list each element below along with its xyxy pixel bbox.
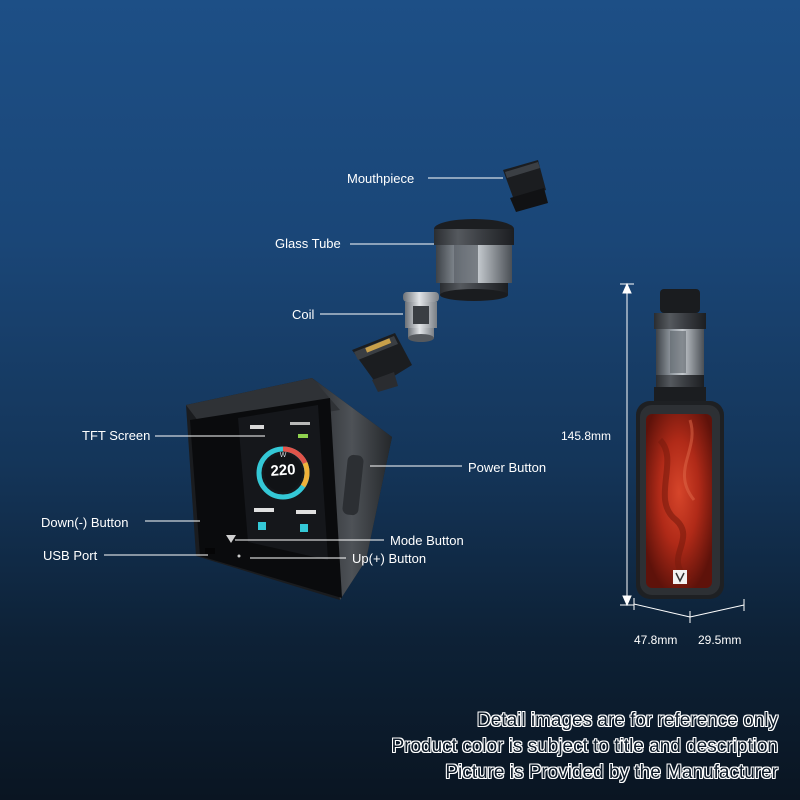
label-up-button: Up(+) Button [352, 551, 427, 566]
label-power-button: Power Button [468, 460, 547, 475]
tank-base-part [352, 333, 412, 392]
label-coil: Coil [292, 307, 315, 322]
label-tft-screen: TFT Screen [82, 428, 151, 443]
glass-tube-part [434, 219, 514, 301]
dimension-lines [620, 282, 745, 623]
disclaimer-line-1: Detail images are for reference only [477, 710, 778, 731]
disclaimer-line-2: Product color is subject to title and de… [391, 736, 778, 757]
screen-wattage-value: 220 [269, 461, 297, 480]
mouthpiece-part [503, 160, 548, 212]
label-mode-button: Mode Button [390, 533, 464, 548]
mod-device [186, 378, 392, 600]
label-usb-port: USB Port [43, 548, 98, 563]
dimension-depth: 29.5mm [698, 633, 742, 647]
coil-part [403, 292, 439, 342]
label-mouthpiece: Mouthpiece [347, 171, 415, 186]
leader-lines [104, 177, 503, 559]
label-glass-tube: Glass Tube [275, 236, 341, 251]
label-down-button: Down(-) Button [41, 515, 129, 530]
screen-wattage-unit: W [279, 452, 287, 459]
disclaimer-line-3: Picture is Provided by the Manufacturer [445, 762, 778, 783]
dimension-width: 47.8mm [634, 633, 678, 647]
assembled-device [636, 289, 724, 599]
dimension-height: 145.8mm [561, 429, 612, 443]
